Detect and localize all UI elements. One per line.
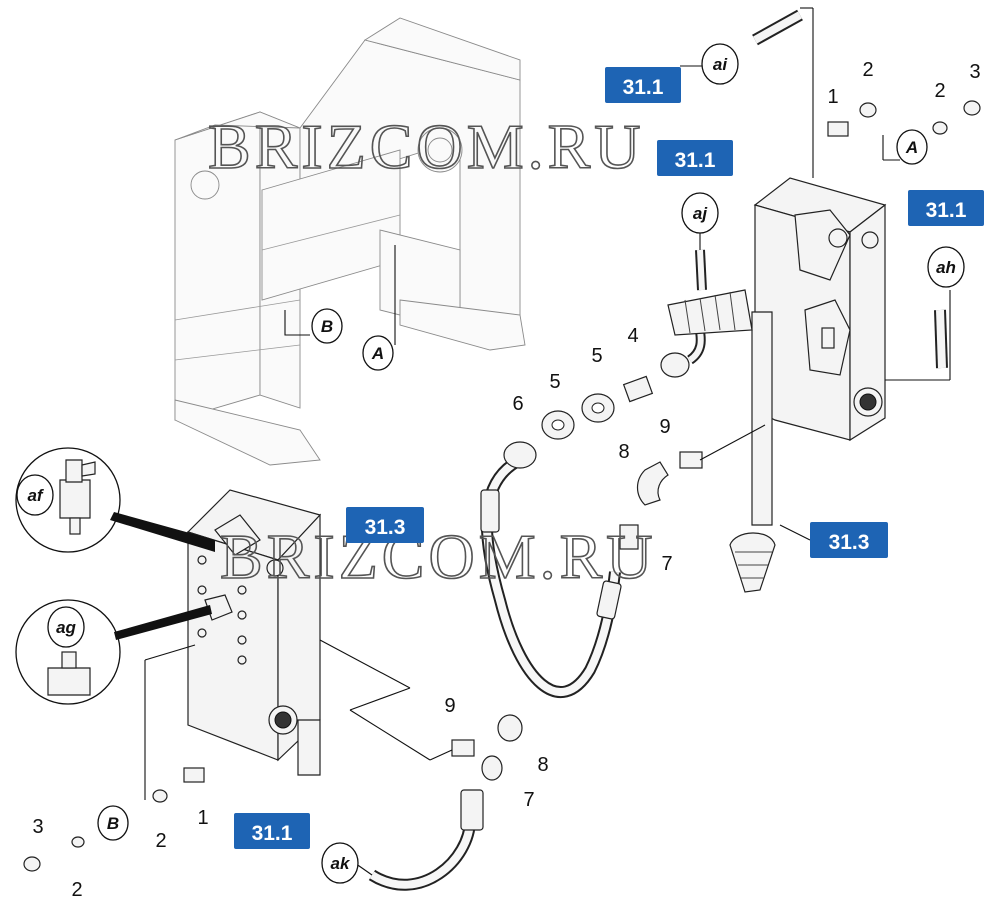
part-number: 3 — [32, 816, 43, 838]
watermark-top: BRIZCOM.RU — [208, 111, 645, 182]
part-number: 2 — [71, 879, 82, 901]
part-number: 2 — [934, 80, 945, 102]
ref-tag-31-3-left: 31.3 — [346, 507, 424, 543]
detail-circle-af — [15, 447, 215, 553]
ref-tag-31-3-right: 31.3 — [810, 522, 888, 558]
svg-text:31.3: 31.3 — [829, 531, 870, 554]
part-number: 8 — [537, 754, 548, 776]
part-number: 5 — [591, 345, 602, 367]
bubble-ag: ag — [47, 606, 85, 648]
bubble-A-frame: A — [362, 335, 394, 371]
svg-text:31.1: 31.1 — [252, 822, 293, 845]
svg-text:ah: ah — [936, 258, 956, 277]
ref-tag-31-1-bottom: 31.1 — [234, 813, 310, 849]
part-number: 7 — [661, 553, 672, 575]
svg-text:B: B — [107, 814, 119, 833]
svg-text:31.1: 31.1 — [675, 149, 716, 172]
part-number-labels: 1 2 2 3 4 5 5 6 8 9 7 9 8 7 1 2 3 2 — [32, 59, 980, 901]
part-number: 6 — [512, 393, 523, 415]
part-number: 5 — [549, 371, 560, 393]
ref-tag-31-1-top: 31.1 — [605, 67, 681, 103]
part-number: 9 — [444, 695, 455, 717]
bubble-ah: ah — [927, 246, 965, 288]
bubble-B-frame: B — [311, 308, 343, 344]
watermark-middle: BRIZCOM.RU — [220, 521, 657, 592]
bubble-af: af — [16, 474, 54, 516]
bubble-ak: ak — [321, 842, 359, 884]
detail-circle-ag — [15, 599, 212, 705]
part-number: 4 — [627, 325, 638, 347]
part-number: 2 — [862, 59, 873, 81]
part-number: 9 — [659, 416, 670, 438]
bubble-B-bottom: B — [97, 805, 129, 841]
ref-tag-31-1-center: 31.1 — [657, 140, 733, 176]
machine-frame-drawing — [174, 17, 526, 466]
svg-text:31.1: 31.1 — [926, 199, 967, 222]
upper-valve-block — [751, 177, 887, 526]
svg-text:B: B — [321, 317, 333, 336]
svg-text:af: af — [27, 486, 44, 505]
bubble-aj: aj — [681, 192, 719, 234]
svg-text:ag: ag — [56, 618, 76, 637]
part-number: 1 — [197, 807, 208, 829]
ref-tag-31-1-right: 31.1 — [908, 190, 984, 226]
svg-text:A: A — [371, 344, 384, 363]
svg-text:A: A — [905, 138, 918, 157]
lower-valve-block — [186, 489, 322, 776]
part-number: 8 — [618, 441, 629, 463]
part-number: 2 — [155, 830, 166, 852]
bubble-A-right: A — [896, 129, 928, 165]
hose-assembly — [23, 9, 981, 891]
svg-text:ak: ak — [331, 854, 351, 873]
svg-text:31.1: 31.1 — [623, 76, 664, 99]
bubble-ai: ai — [701, 43, 739, 85]
part-number: 3 — [969, 61, 980, 83]
svg-text:aj: aj — [693, 204, 708, 223]
part-number: 7 — [523, 789, 534, 811]
part-number: 1 — [827, 86, 838, 108]
svg-text:31.3: 31.3 — [365, 516, 406, 539]
svg-text:ai: ai — [713, 55, 728, 74]
